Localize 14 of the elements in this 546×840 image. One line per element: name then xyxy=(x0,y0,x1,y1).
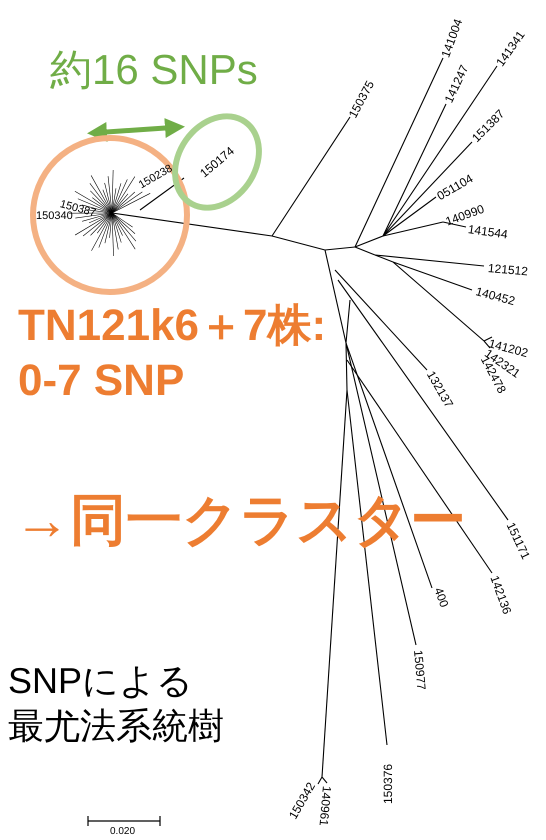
scale-label: 0.020 xyxy=(110,827,136,837)
leaf-label: 150977 xyxy=(412,649,428,690)
leaf-label: 121512 xyxy=(487,262,528,278)
leaf-label: 140961 xyxy=(318,785,333,826)
double-arrow xyxy=(87,118,185,142)
leaf-label: 141004 xyxy=(439,17,464,60)
leaf-label: 140452 xyxy=(474,285,516,308)
caption-text: SNPによる最尤法系統樹 xyxy=(8,659,225,748)
leaf-label: 400 xyxy=(432,586,450,609)
leaf-label: 150376 xyxy=(382,764,394,804)
leaf-label: 141544 xyxy=(467,223,508,241)
annotation-text: TN121k6＋7株: 0-7 SNP xyxy=(18,300,328,407)
annotation-text: 約16 SNPs xyxy=(50,49,258,91)
highlight-circle xyxy=(30,135,190,295)
